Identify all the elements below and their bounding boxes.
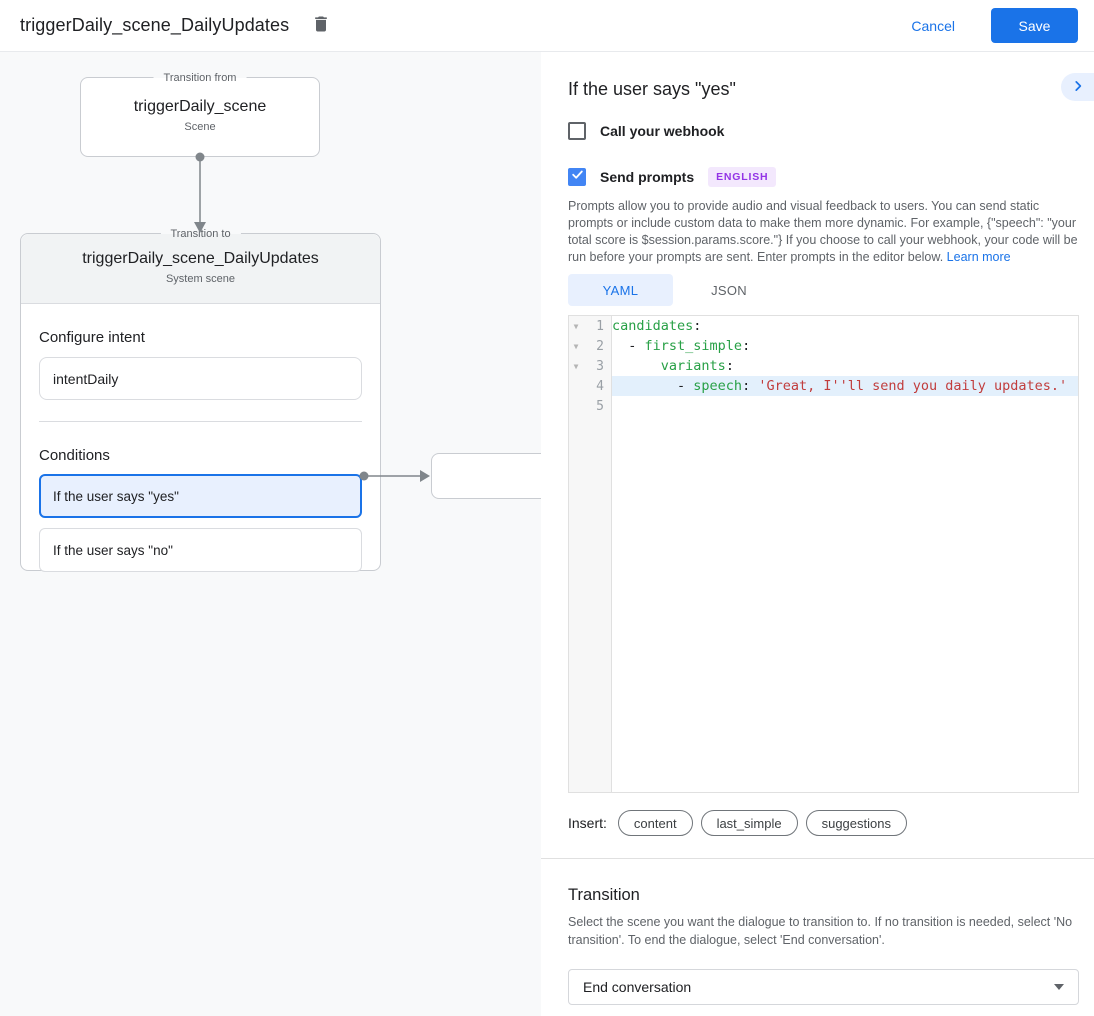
- transition-select[interactable]: End conversation: [568, 969, 1079, 1005]
- dropdown-caret-icon: [1054, 984, 1064, 990]
- from-scene-type: Scene: [184, 121, 216, 133]
- transition-description: Select the scene you want the dialogue t…: [568, 915, 1073, 947]
- code-line[interactable]: - first_simple:: [612, 338, 751, 354]
- line-number: 5: [596, 398, 604, 414]
- code-line[interactable]: candidates:: [612, 318, 702, 334]
- line-number: 1: [596, 318, 604, 334]
- call-webhook-label: Call your webhook: [600, 123, 725, 139]
- insert-label: Insert:: [568, 815, 607, 831]
- tab-yaml[interactable]: YAML: [568, 274, 673, 306]
- learn-more-link[interactable]: Learn more: [946, 250, 1011, 264]
- fold-arrow-icon[interactable]: ▼: [573, 361, 579, 371]
- transition-title: Transition: [568, 886, 640, 904]
- trash-icon: [311, 14, 331, 37]
- transition-from-label: Transition from: [153, 70, 247, 86]
- condition-item[interactable]: If the user says "no": [39, 528, 362, 572]
- to-scene-divider: [39, 421, 362, 422]
- call-webhook-row: Call your webhook: [568, 122, 724, 140]
- insert-buttons: content last_simple suggestions: [617, 810, 907, 836]
- top-bar: triggerDaily_scene_DailyUpdates Cancel S…: [0, 0, 1094, 52]
- line-number: 3: [596, 358, 604, 374]
- condition-item[interactable]: If the user says "yes": [39, 474, 362, 518]
- insert-suggestions-button[interactable]: suggestions: [805, 810, 907, 836]
- insert-content-button[interactable]: content: [617, 810, 693, 836]
- send-prompts-row: Send prompts ENGLISH: [568, 167, 777, 187]
- configure-intent-label: Configure intent: [39, 329, 145, 346]
- scene-diagram-canvas: Transition from triggerDaily_scene Scene…: [0, 52, 541, 1016]
- insert-row: Insert: content last_simple suggestions: [568, 810, 907, 836]
- code-line[interactable]: [612, 396, 1078, 416]
- line-number: 4: [596, 378, 604, 394]
- from-scene-name: triggerDaily_scene: [133, 98, 267, 115]
- insert-last_simple-button[interactable]: last_simple: [700, 810, 798, 836]
- language-badge: ENGLISH: [708, 167, 777, 187]
- call-webhook-checkbox[interactable]: [568, 122, 586, 140]
- cancel-button[interactable]: Cancel: [899, 10, 967, 42]
- tab-json[interactable]: JSON: [711, 282, 747, 298]
- transition-to-node: Transition to triggerDaily_scene_DailyUp…: [20, 226, 381, 572]
- fold-arrow-icon[interactable]: ▼: [573, 321, 579, 331]
- to-scene-header: triggerDaily_scene_DailyUpdates System s…: [21, 234, 380, 304]
- to-scene-type: System scene: [165, 273, 236, 285]
- gutter-row: ▼2: [569, 336, 611, 356]
- prompts-description: Prompts allow you to provide audio and v…: [568, 199, 1078, 264]
- checkmark-icon: [571, 168, 584, 186]
- to-scene-name: triggerDaily_scene_DailyUpdates: [82, 250, 319, 267]
- send-prompts-checkbox[interactable]: [568, 168, 586, 186]
- to-scene-body: Configure intent intentDaily Conditions …: [21, 329, 380, 572]
- editor-format-tabs: YAML JSON: [568, 274, 785, 306]
- send-prompts-label: Send prompts: [600, 169, 695, 185]
- conditions-label: Conditions: [39, 447, 110, 464]
- code-line[interactable]: - speech: 'Great, I''ll send you daily u…: [612, 376, 1078, 396]
- chevron-right-icon: [1071, 79, 1085, 96]
- line-number: 2: [596, 338, 604, 354]
- delete-scene-button[interactable]: [311, 14, 331, 37]
- panel-divider: [541, 858, 1094, 859]
- save-button[interactable]: Save: [991, 8, 1078, 43]
- conditions-list: If the user says "yes" If the user says "…: [39, 474, 362, 572]
- transition-to-label: Transition to: [160, 226, 241, 242]
- transition-selected-value: End conversation: [583, 979, 692, 995]
- panel-title: If the user says "yes": [568, 79, 736, 99]
- fold-arrow-icon[interactable]: ▼: [573, 341, 579, 351]
- editor-code-area[interactable]: candidates: - first_simple: variants: - …: [612, 316, 1078, 792]
- gutter-row: 4: [569, 376, 611, 396]
- intent-name: intentDaily: [53, 370, 119, 387]
- gutter-row: ▼1: [569, 316, 611, 336]
- page-title: triggerDaily_scene_DailyUpdates: [20, 15, 290, 35]
- code-line[interactable]: variants:: [660, 358, 734, 374]
- intent-chip[interactable]: intentDaily: [39, 357, 362, 400]
- transition-target-node[interactable]: [431, 453, 541, 499]
- gutter-row: ▼3: [569, 356, 611, 376]
- condition-details-panel: If the user says "yes" Call your webhook…: [541, 52, 1094, 1016]
- gutter-row: 5: [569, 396, 611, 416]
- collapse-panel-button[interactable]: [1061, 73, 1094, 101]
- transition-from-node[interactable]: Transition from triggerDaily_scene Scene: [80, 70, 320, 157]
